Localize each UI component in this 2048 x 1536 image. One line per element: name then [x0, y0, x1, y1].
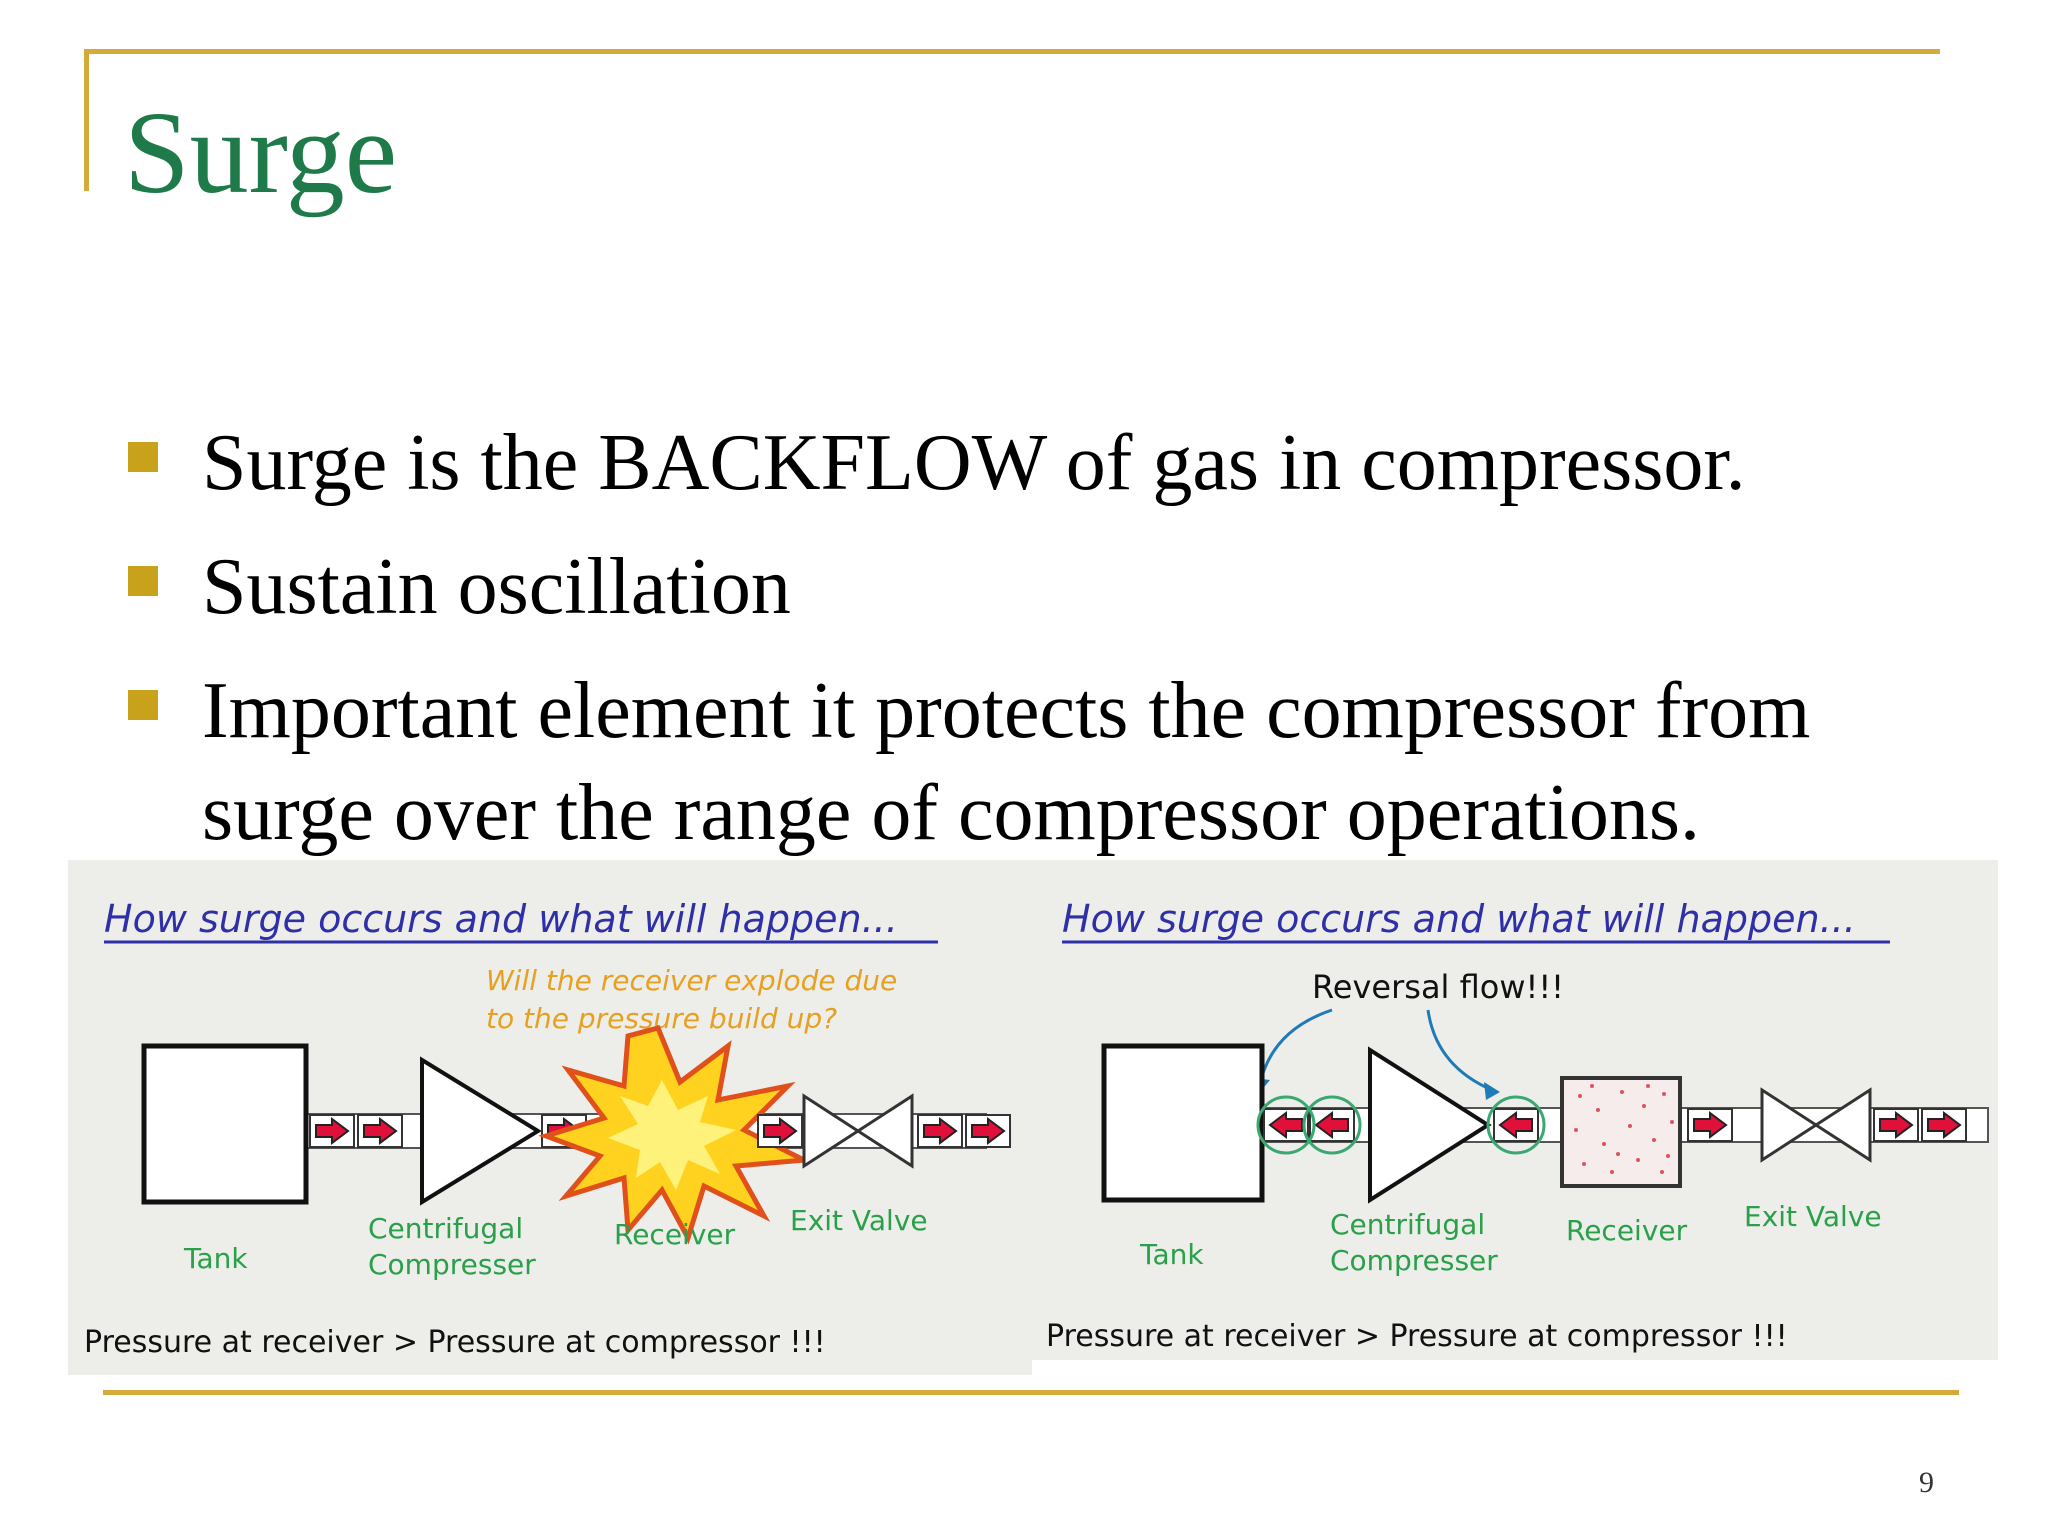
reverse-flow-arrow-icon — [1493, 1108, 1539, 1142]
highlight-circle — [1486, 1095, 1546, 1155]
surge-diagram-reversal-svg: How surge occurs and what will happen...… — [1046, 897, 1989, 1354]
compressor-label-line2: Compresser — [368, 1248, 536, 1281]
surge-diagram-reversal: How surge occurs and what will happen...… — [1032, 860, 1998, 1360]
exit-valve-icon — [1813, 1087, 1872, 1163]
frame-top-rule — [84, 49, 1940, 54]
frame-left-rule — [84, 49, 89, 191]
exit-valve-icon — [1760, 1087, 1819, 1163]
exit-valve-icon — [802, 1093, 861, 1169]
flow-arrow-icon — [1687, 1108, 1733, 1142]
square-bullet-icon — [128, 442, 158, 472]
bullet-text: Surge is the BACKFLOW of gas in compress… — [202, 419, 1746, 507]
reversal-pointer-arrow-icon — [1426, 1009, 1493, 1092]
diagram-heading: How surge occurs and what will happen... — [1062, 897, 1856, 941]
highlight-circle — [1302, 1095, 1362, 1155]
exit-valve-label: Exit Valve — [1744, 1200, 1882, 1233]
explosion-callout-line1: Will the receiver explode due — [486, 964, 897, 997]
flow-arrow-icon — [357, 1114, 403, 1148]
pressure-footer: Pressure at receiver > Pressure at compr… — [1046, 1319, 1788, 1354]
exit-valve-label: Exit Valve — [790, 1204, 928, 1237]
tank-label: Tank — [183, 1242, 248, 1275]
flow-arrow-icon — [1873, 1108, 1919, 1142]
pressure-footer: Pressure at receiver > Pressure at compr… — [84, 1325, 826, 1360]
bullet-item: Important element it protects the compre… — [122, 660, 1982, 864]
explosion-callout-line2: to the pressure build up? — [486, 1002, 837, 1035]
compressor-label-line1: Centrifugal — [368, 1212, 523, 1245]
receiver-box — [1560, 1076, 1682, 1188]
explosion-core-icon — [608, 1080, 736, 1190]
tank-shape — [1101, 1043, 1265, 1203]
receiver-label: Receiver — [614, 1218, 736, 1251]
compressor-triangle — [1368, 1046, 1492, 1204]
bullet-item: Surge is the BACKFLOW of gas in compress… — [122, 412, 1982, 514]
square-bullet-icon — [128, 690, 158, 720]
compressor-label-line1: Centrifugal — [1330, 1208, 1485, 1241]
diagram-heading: How surge occurs and what will happen... — [104, 897, 898, 941]
surge-diagram-explosion: How surge occurs and what will happen...… — [68, 860, 1032, 1375]
bullet-text: Important element it protects the compre… — [202, 667, 1811, 857]
flow-arrow-icon — [757, 1114, 803, 1148]
receiver-label: Receiver — [1566, 1214, 1688, 1247]
page-number: 9 — [1919, 1466, 1934, 1499]
receiver-pressure-dots — [1574, 1084, 1674, 1174]
reverse-flow-arrow-icon — [1309, 1108, 1355, 1142]
frame-bottom-rule — [103, 1390, 1959, 1395]
bullet-item: Sustain oscillation — [122, 536, 1982, 638]
exit-valve-icon — [855, 1093, 914, 1169]
flow-arrow-icon — [917, 1114, 963, 1148]
tank-shape — [141, 1043, 309, 1205]
compressor-triangle — [420, 1056, 542, 1206]
bullet-text: Sustain oscillation — [202, 543, 791, 631]
flow-arrow-icon — [1921, 1108, 1967, 1142]
square-bullet-icon — [128, 566, 158, 596]
flow-arrow-icon — [309, 1114, 355, 1148]
compressor-label-line2: Compresser — [1330, 1244, 1498, 1277]
slide-title: Surge — [124, 87, 398, 218]
reverse-flow-arrow-icon — [1263, 1108, 1309, 1142]
reversal-callout: Reversal flow!!! — [1312, 968, 1564, 1006]
reversal-pointer-head-icon — [1484, 1082, 1500, 1100]
reversal-pointer-arrow-icon — [1258, 1008, 1333, 1085]
surge-diagram-explosion-svg: How surge occurs and what will happen...… — [84, 897, 1011, 1360]
flow-arrow-icon — [965, 1114, 1011, 1148]
bullet-list: Surge is the BACKFLOW of gas in compress… — [122, 412, 1982, 886]
tank-label: Tank — [1139, 1238, 1204, 1271]
highlight-circle — [1256, 1095, 1316, 1155]
